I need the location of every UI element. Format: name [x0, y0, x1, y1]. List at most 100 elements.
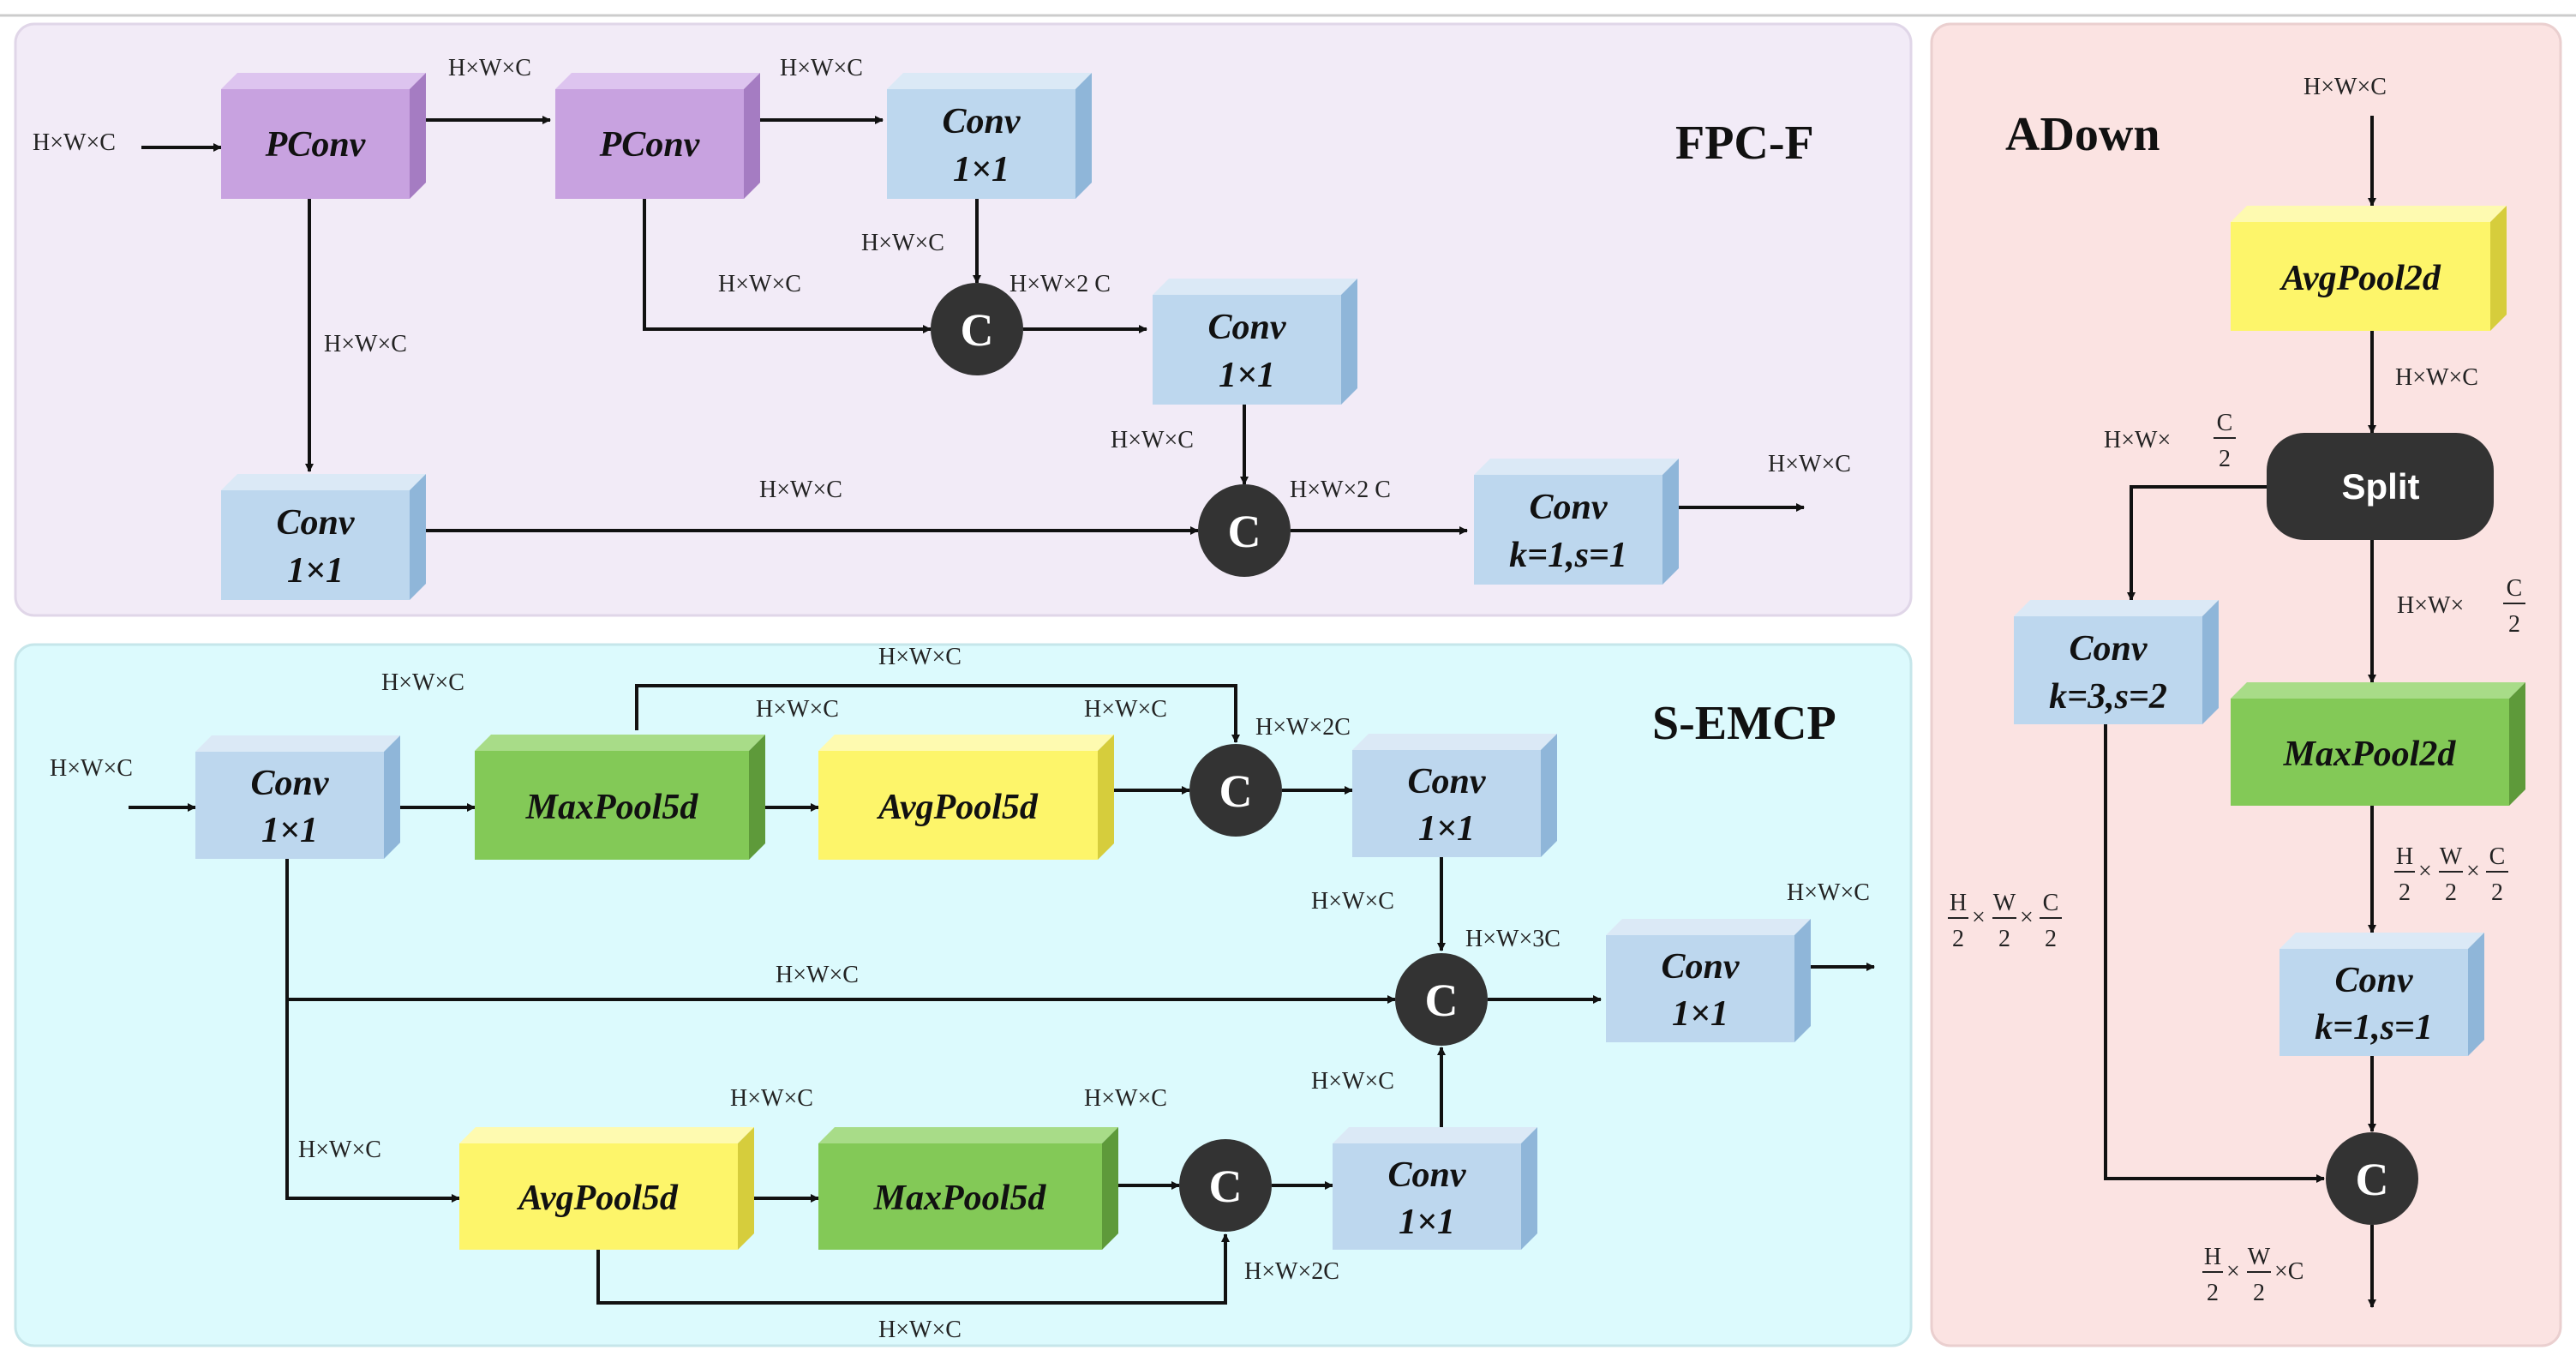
semcp-label-maxbot-out: H×W×C	[1084, 1085, 1167, 1112]
semcp-avgpool-bot-label: AvgPool5d	[516, 1179, 679, 1218]
adown-label-out: H 2 × W 2 ×C	[2202, 1244, 2303, 1306]
fpc-label-convb-c: H×W×C	[1111, 427, 1194, 453]
fpc-label-out: H×W×C	[1768, 451, 1851, 477]
svg-text:C: C	[2489, 843, 2506, 870]
semcp-conv-in-line2: 1×1	[261, 811, 318, 850]
semcp-label-convtop-down: H×W×C	[1311, 888, 1394, 915]
semcp-conv-in-line1: Conv	[250, 764, 329, 803]
fpc-label-in: H×W×C	[33, 129, 116, 156]
svg-text:2: 2	[2445, 879, 2457, 906]
fpc-pconv-block-1: PConv	[221, 73, 426, 199]
svg-text:2: 2	[1998, 926, 2010, 952]
svg-text:C: C	[1425, 975, 1459, 1026]
adown-conv-left-line2: k=3,s=2	[2049, 677, 2167, 717]
semcp-maxpool-top-label: MaxPool5d	[525, 788, 699, 827]
adown-conv-right-line1: Conv	[2334, 961, 2413, 1000]
adown-label-split-right: H×W× C 2	[2397, 575, 2525, 638]
semcp-concat-node-2: C	[1395, 953, 1488, 1046]
adown-conv-left-block: Conv k=3,s=2	[2014, 600, 2219, 724]
fpc-conv-out-line1: Conv	[1529, 488, 1608, 527]
fpc-label-p1p2: H×W×C	[448, 55, 531, 81]
svg-text:W: W	[1993, 890, 2016, 916]
semcp-label-mid: H×W×C	[776, 962, 859, 988]
svg-text:H: H	[2204, 1244, 2221, 1270]
svg-text:×: ×	[2020, 904, 2034, 931]
semcp-conv-bot-line1: Conv	[1387, 1155, 1466, 1195]
fpc-label-convc-c: H×W×C	[759, 477, 842, 503]
semcp-conv-top-line1: Conv	[1407, 762, 1486, 801]
svg-text:H×W×: H×W×	[2397, 592, 2464, 619]
semcp-label-out: H×W×C	[1787, 879, 1870, 906]
semcp-label-c2-out: H×W×3C	[1465, 926, 1561, 952]
semcp-conv-top-line2: 1×1	[1418, 809, 1475, 849]
svg-text:C: C	[2217, 410, 2233, 436]
semcp-label-avg-out: H×W×C	[1084, 696, 1167, 723]
adown-split-label: Split	[2342, 466, 2420, 507]
adown-label-split-left: H×W× C 2	[2104, 410, 2236, 472]
svg-text:2: 2	[2253, 1280, 2265, 1306]
svg-text:2: 2	[1952, 926, 1964, 952]
semcp-maxpool-bot-block: MaxPool5d	[818, 1127, 1118, 1250]
fpc-title: FPC-F	[1675, 117, 1814, 170]
fpc-conv-c-line2: 1×1	[287, 551, 344, 591]
svg-text:C: C	[1209, 1161, 1243, 1212]
semcp-avgpool-top-block: AvgPool5d	[818, 735, 1114, 860]
svg-text:W: W	[2440, 843, 2463, 870]
svg-text:C: C	[1219, 765, 1253, 817]
fpc-conv-a-line1: Conv	[942, 102, 1021, 141]
fpc-conv-c-line1: Conv	[276, 503, 355, 543]
semcp-concat-node-3: C	[1179, 1139, 1272, 1232]
svg-text:2: 2	[2399, 879, 2411, 906]
semcp-label-c3-out: H×W×2C	[1244, 1258, 1339, 1285]
svg-text:C: C	[961, 304, 994, 356]
semcp-maxpool-bot-label: MaxPool5d	[873, 1179, 1047, 1218]
semcp-label-conv-down: H×W×C	[381, 669, 464, 696]
adown-maxpool-label: MaxPool2d	[2283, 735, 2457, 774]
semcp-avgpool-top-label: AvgPool5d	[876, 788, 1039, 827]
adown-title: ADown	[2005, 108, 2160, 161]
semcp-conv-in-block: Conv 1×1	[195, 735, 400, 859]
fpc-label-c2-out: H×W×2 C	[1290, 477, 1391, 503]
semcp-label-convbot-up: H×W×C	[1311, 1068, 1394, 1095]
semcp-label-max-up: H×W×C	[756, 696, 839, 723]
fpc-label-p2conv: H×W×C	[780, 55, 863, 81]
svg-text:C: C	[2507, 575, 2523, 602]
semcp-label-c1-out: H×W×2C	[1255, 714, 1351, 741]
fpc-concat-node-1: C	[931, 283, 1023, 375]
semcp-maxpool-top-block: MaxPool5d	[475, 735, 765, 860]
fpc-label-p2-c: H×W×C	[718, 271, 801, 297]
adown-avgpool-label: AvgPool2d	[2279, 259, 2441, 298]
fpc-pconv-block-2: PConv	[555, 73, 760, 199]
adown-conv-left-line1: Conv	[2069, 629, 2148, 669]
semcp-conv-out-line2: 1×1	[1672, 994, 1728, 1034]
svg-text:W: W	[2248, 1244, 2271, 1270]
semcp-label-in: H×W×C	[50, 755, 133, 782]
fpc-label-c1-out: H×W×2 C	[1009, 271, 1111, 297]
adown-conv-right-line2: k=1,s=1	[2315, 1008, 2433, 1047]
svg-text:×: ×	[1972, 904, 1986, 931]
adown-label-avg-out: H×W×C	[2395, 364, 2478, 391]
adown-split-node: Split	[2267, 433, 2494, 540]
semcp-label-skip-top: H×W×C	[878, 644, 962, 670]
fpc-conv-block-c: Conv 1×1	[221, 474, 426, 600]
svg-text:×: ×	[2226, 1258, 2240, 1285]
svg-text:2: 2	[2491, 879, 2503, 906]
fpc-label-p1-down: H×W×C	[324, 331, 407, 357]
adown-conv-right-block: Conv k=1,s=1	[2279, 933, 2484, 1056]
adown-edges	[2104, 116, 2376, 1308]
semcp-conv-out-line1: Conv	[1661, 947, 1740, 987]
fpc-pconv-2-label: PConv	[599, 125, 701, 165]
adown-label-maxpool-out: H 2 × W 2 × C 2	[2394, 843, 2508, 906]
svg-text:C: C	[2043, 890, 2059, 916]
svg-text:2: 2	[2207, 1280, 2219, 1306]
fpc-conv-a-line2: 1×1	[953, 150, 1009, 189]
adown-maxpool-block: MaxPool2d	[2231, 682, 2525, 806]
svg-text:2: 2	[2219, 446, 2231, 472]
svg-text:H: H	[2396, 843, 2413, 870]
svg-text:×: ×	[2418, 858, 2432, 885]
semcp-title: S-EMCP	[1652, 697, 1836, 750]
svg-text:×: ×	[2466, 858, 2480, 885]
semcp-avgpool-bot-block: AvgPool5d	[459, 1127, 754, 1250]
semcp-edges	[129, 684, 1875, 1305]
